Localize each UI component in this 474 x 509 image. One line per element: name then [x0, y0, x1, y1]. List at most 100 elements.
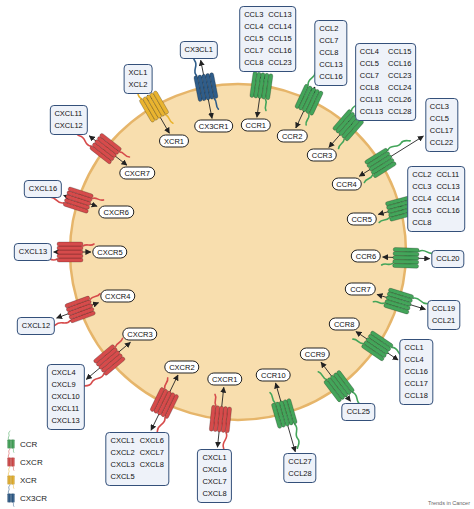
ligand-box: CXCL12: [17, 317, 55, 335]
chemokine-name: CCL5: [244, 33, 263, 45]
chemokine-name: CXCL13: [51, 415, 79, 427]
legend-text: CCR: [20, 440, 37, 449]
chemokine-name: CCL5: [412, 205, 431, 217]
receptor-label: CXCR2: [164, 361, 199, 374]
chemokine-name: CCL4: [412, 193, 431, 205]
ligand-box: CXCL4CXCL9CXCL10CXCL11CXCL13: [46, 364, 84, 430]
chemokine-name: CCL13: [319, 59, 342, 71]
receptor-name: CXCR4: [105, 291, 130, 300]
legend-text: CXCR: [20, 458, 43, 467]
ligand-box: CCL1CCL4CCL16CCL17CCL18: [400, 339, 433, 405]
chemokine-name: CXCL11: [51, 403, 79, 415]
ligand-box: CCL25: [342, 403, 375, 421]
ligand-box: CX3CL1: [180, 41, 218, 59]
receptor-label: CCR8: [329, 317, 359, 330]
chemokine-name: CCL17: [430, 125, 453, 137]
receptor-name: CCR3: [312, 151, 332, 160]
receptor-label: CCR4: [331, 178, 361, 191]
chemokine-name: CCL8: [360, 82, 383, 94]
cell-membrane: [70, 84, 406, 420]
receptor-symbol: [207, 394, 233, 457]
chemokine-name: CXCL8: [140, 459, 164, 471]
chemokine-name: CXCL6: [140, 435, 164, 447]
chemokine-name: CXCL10: [51, 391, 79, 403]
chemokine-name: CXCL4: [51, 367, 79, 379]
watermark: Trends in Cancer: [428, 500, 470, 506]
chemokine-name: CCL11: [436, 169, 459, 181]
receptor-label: CXCR6: [99, 206, 134, 219]
chemokine-name: CCL24: [388, 82, 411, 94]
chemokine-name: CCL16: [319, 71, 342, 83]
ligand-box: CCL4CCL5CCL7CCL8CCL11CCL13CCL15CCL16CCL2…: [355, 43, 417, 121]
receptor-name: CCR4: [336, 180, 356, 189]
receptor-name: XCR1: [164, 137, 184, 146]
receptor-label: CCR9: [300, 348, 330, 361]
receptor-name: CCR5: [351, 214, 371, 223]
receptor-name: CCR7: [350, 285, 370, 294]
receptor-label: CCR10: [256, 369, 291, 382]
chemokine-name: CCL8: [244, 57, 263, 69]
ligand-box: CCL20: [431, 250, 464, 268]
chemokine-name: CXCL9: [51, 379, 79, 391]
chemokine-name: CX3CL1: [185, 44, 213, 56]
ligand-box: CCL3CCL4CCL5CCL7CCL8CCL13CCL14CCL15CCL16…: [239, 6, 297, 72]
legend-receptor-icon: [8, 485, 15, 506]
chemokine-name: CCL15: [268, 33, 291, 45]
chemokine-name: CCL4: [244, 21, 263, 33]
receptor-label: XCR1: [159, 135, 189, 148]
receptor-name: CXCR5: [97, 248, 122, 257]
chemokine-name: CCL19: [432, 303, 455, 315]
chemokine-name: XCL1: [129, 67, 148, 79]
receptor-name: CCR2: [282, 131, 302, 140]
ligand-box: CXCL1CXCL2CXCL3CXCL5CXCL6CXCL7CXCL8: [105, 432, 168, 486]
ligand-box: CXCL16: [24, 180, 62, 198]
chemokine-name: CCL28: [288, 468, 311, 480]
ligand-box: CXCL13: [14, 243, 52, 261]
ligand-box: CCL2CCL7CCL8CCL13CCL16: [314, 20, 347, 86]
chemokine-name: CCL16: [388, 58, 411, 70]
ligand-box: CCL3CCL5CCL17CCL22: [425, 98, 458, 152]
chemokine-name: CCL26: [388, 94, 411, 106]
chemokine-name: CCL16: [268, 45, 291, 57]
receptor-symbol: [268, 388, 304, 452]
ligand-box: CXCL11CXCL12: [49, 105, 87, 135]
receptor-label: CX3CR1: [194, 120, 234, 133]
receptor-name: CXCR2: [169, 363, 194, 372]
chemokine-name: CCL17: [405, 378, 428, 390]
legend-receptor-icon: [8, 449, 15, 470]
receptor-label: CXCR4: [100, 289, 135, 302]
receptor-label: CCR6: [351, 250, 381, 263]
chemokine-name: CXCL12: [22, 320, 50, 332]
chemokine-name: CCL3: [430, 101, 453, 113]
chemokine-name: XCL2: [129, 79, 148, 91]
chemokine-name: CCL28: [388, 106, 411, 118]
receptor-label: CCR7: [345, 283, 375, 296]
receptor-label: CXCR5: [92, 246, 127, 259]
ligand-box: CCL2CCL3CCL4CCL5CCL8CCL11CCL13CCL14CCL16: [407, 166, 465, 232]
chemokine-name: CCL7: [319, 35, 342, 47]
receptor-name: CXCR7: [124, 169, 149, 178]
receptor-label: CXCR7: [119, 167, 154, 180]
chemokine-name: CCL1: [405, 342, 428, 354]
chemokine-name: CCL8: [412, 217, 431, 229]
chemokine-name: CXCL6: [202, 464, 226, 476]
ligand-box: CXCL1CXCL6CXCL7CXCL8: [197, 449, 231, 503]
chemokine-name: CCL3: [412, 181, 431, 193]
chemokine-name: CXCL2: [110, 447, 134, 459]
receptor-label: CXCR1: [207, 373, 242, 386]
chemokine-name: CCL3: [244, 9, 263, 21]
chemokine-name: CCL20: [436, 253, 459, 265]
receptor-name: CXCR1: [212, 375, 237, 384]
legend-text: XCR: [20, 476, 37, 485]
receptor-label: CCR3: [307, 149, 337, 162]
chemokine-name: CCL4: [405, 354, 428, 366]
chemokine-name: CXCL11: [54, 108, 82, 120]
receptor-name: CCR1: [246, 121, 266, 130]
receptor-name: CXCR6: [104, 208, 129, 217]
chemokine-name: CCL7: [244, 45, 263, 57]
chemokine-name: CCL4: [360, 46, 383, 58]
